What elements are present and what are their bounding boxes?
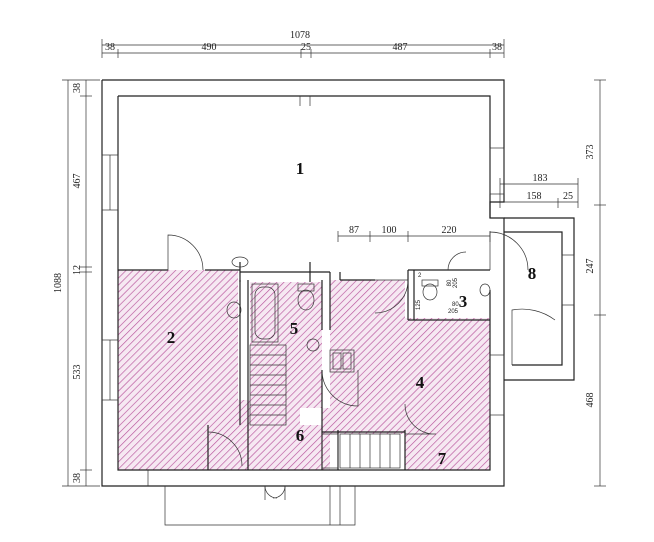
room-label-2: 2 [167, 328, 176, 347]
dim-top-seg-4: 487 [393, 42, 408, 53]
dim-right-middle: 247 [585, 259, 596, 274]
door-b-height: 205 [448, 309, 459, 315]
dim-inner-2: 100 [382, 225, 397, 236]
dim-entrance-lower-1: 158 [527, 191, 542, 202]
dim-top-seg-5: 38 [492, 42, 502, 53]
right-dimension-chain: 373 247 468 183 158 25 [499, 79, 606, 487]
dim-top-seg-2: 490 [202, 42, 217, 53]
walls [101, 79, 575, 526]
room-label-8: 8 [528, 264, 537, 283]
dim-entrance-top: 183 [533, 173, 548, 184]
dim-top-total: 1078 [290, 30, 310, 41]
room-label-3: 3 [459, 292, 468, 311]
dim-top-seg-1: 38 [105, 42, 115, 53]
dim-inner-3: 220 [442, 225, 457, 236]
dim-left-seg-5: 38 [72, 473, 83, 483]
room-label-5: 5 [290, 319, 299, 338]
dim-left-seg-3: 12 [72, 265, 83, 275]
hatched-areas [118, 270, 490, 470]
inner-dimension-row: 87 100 220 [337, 225, 491, 242]
dim-left-total: 1088 [53, 273, 64, 293]
door-a-width: 80 [447, 279, 453, 286]
dim-entrance-lower-2: 25 [563, 191, 573, 202]
vent-label: 2 [418, 273, 422, 279]
room-label-4: 4 [416, 373, 425, 392]
doors [167, 231, 556, 500]
wc-width-label: 125 [416, 299, 422, 310]
door-a-height: 205 [453, 277, 459, 288]
dim-left-seg-2: 467 [72, 174, 83, 189]
dim-right-lower: 468 [585, 393, 596, 408]
dim-left-seg-1: 38 [72, 83, 83, 93]
dim-top-seg-3: 25 [301, 42, 311, 53]
dim-right-upper: 373 [585, 145, 596, 160]
top-dimension-chain: 1078 38 490 25 487 38 [101, 30, 505, 58]
dim-inner-1: 87 [349, 225, 359, 236]
room-label-7: 7 [438, 449, 447, 468]
room-label-1: 1 [296, 159, 305, 178]
door-b-width: 80 [452, 302, 459, 308]
fixtures [226, 256, 491, 469]
left-dimension-chain: 1088 38 467 12 533 38 [53, 79, 100, 487]
dim-left-seg-4: 533 [72, 365, 83, 380]
room-label-6: 6 [296, 426, 305, 445]
